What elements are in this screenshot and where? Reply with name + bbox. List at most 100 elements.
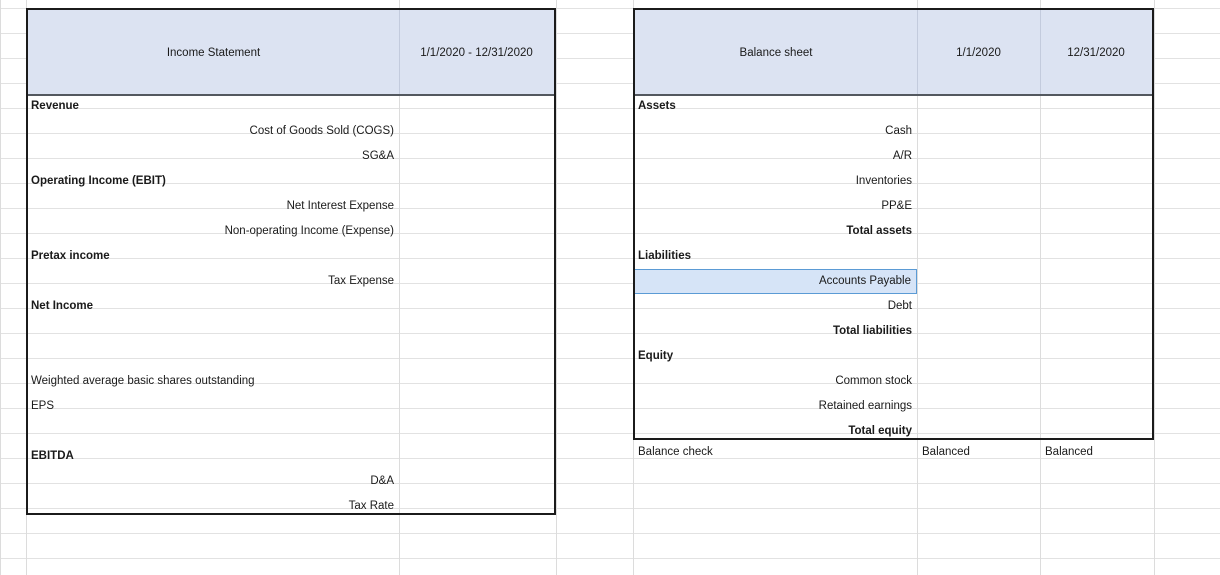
income-row-value[interactable]: [399, 119, 556, 144]
grid-vline: [556, 0, 557, 575]
balance-row-value-col1[interactable]: [917, 169, 1040, 194]
grid-hline: [0, 108, 1220, 109]
income-row-label[interactable]: Tax Rate: [348, 500, 394, 512]
balance-row-label[interactable]: Debt: [887, 300, 912, 312]
balance-row-value-col1[interactable]: [917, 344, 1040, 369]
balance-row-value-col2[interactable]: [1040, 219, 1154, 244]
balance-row-value-col2[interactable]: [1040, 119, 1154, 144]
grid-hline: [0, 58, 1220, 59]
income-row-value[interactable]: [399, 494, 556, 519]
balance-row-value-col2[interactable]: [1040, 394, 1154, 419]
balance-row-label-selected[interactable]: Accounts Payable: [633, 269, 917, 294]
balance-row-label[interactable]: Total liabilities: [832, 325, 912, 337]
income-row-label[interactable]: Operating Income (EBIT): [31, 175, 166, 187]
balance-row-label[interactable]: PP&E: [881, 200, 912, 212]
balance-sheet-col2-header: 12/31/2020: [1040, 10, 1152, 96]
balance-row-label[interactable]: Total assets: [846, 225, 912, 237]
income-row-label[interactable]: Cost of Goods Sold (COGS): [249, 125, 394, 137]
balance-row-value-col1[interactable]: [917, 369, 1040, 394]
balance-row-value-col2[interactable]: [1040, 144, 1154, 169]
balance-row-value-col2[interactable]: [1040, 244, 1154, 269]
income-row-value[interactable]: [399, 244, 556, 269]
income-row-value[interactable]: [399, 144, 556, 169]
income-header-divider: [399, 10, 400, 96]
income-row-value[interactable]: [399, 294, 556, 319]
balance-row-label[interactable]: Inventories: [855, 175, 912, 187]
income-statement-period: 1/1/2020 - 12/31/2020: [399, 10, 554, 96]
income-row-label[interactable]: SG&A: [362, 150, 394, 162]
balance-row-value-col1[interactable]: [917, 144, 1040, 169]
income-row-value[interactable]: [399, 394, 556, 419]
income-row-value[interactable]: [399, 344, 556, 369]
income-row-value[interactable]: [399, 419, 556, 444]
grid-hline: [0, 308, 1220, 309]
balance-row-label[interactable]: Assets: [638, 100, 676, 112]
balance-row-value-col2[interactable]: [1040, 269, 1154, 294]
grid-hline: [0, 508, 1220, 509]
balance-row-value-col1[interactable]: [917, 94, 1040, 119]
grid-hline: [0, 433, 1220, 434]
balance-row-label[interactable]: Common stock: [835, 375, 912, 387]
balance-row-value-col1[interactable]: [917, 244, 1040, 269]
grid-hline: [0, 533, 1220, 534]
income-row-label[interactable]: [26, 419, 399, 444]
income-row-label[interactable]: Non-operating Income (Expense): [224, 225, 394, 237]
balance-row-value-col1[interactable]: [917, 269, 1040, 294]
balance-row-value-col2[interactable]: [1040, 344, 1154, 369]
income-row-value[interactable]: [399, 94, 556, 119]
income-row-label[interactable]: Revenue: [31, 100, 79, 112]
balance-row-label[interactable]: A/R: [892, 150, 912, 162]
income-row-label[interactable]: D&A: [370, 475, 394, 487]
income-row-label[interactable]: Pretax income: [31, 250, 110, 262]
income-row-value[interactable]: [399, 194, 556, 219]
income-row-value[interactable]: [399, 369, 556, 394]
balance-row-value-col1[interactable]: [917, 319, 1040, 344]
grid-hline: [0, 183, 1220, 184]
balance-header-divider-1: [917, 10, 918, 96]
balance-header-underline: [635, 94, 1152, 96]
income-row-value[interactable]: [399, 444, 556, 469]
balance-row-value-col1[interactable]: [917, 394, 1040, 419]
grid-vline: [1040, 0, 1041, 575]
income-row-value[interactable]: [399, 169, 556, 194]
income-row-value[interactable]: [399, 469, 556, 494]
balance-row-value-col1[interactable]: [917, 294, 1040, 319]
grid-vline: [0, 0, 1, 575]
balance-row-label[interactable]: Cash: [885, 125, 912, 137]
balance-row-value-col2[interactable]: [1040, 319, 1154, 344]
balance-row-value-col2[interactable]: [1040, 369, 1154, 394]
balance-row-label[interactable]: Total equity: [848, 425, 912, 437]
income-row-label[interactable]: [26, 319, 399, 344]
balance-check-value-col1[interactable]: Balanced: [922, 446, 970, 458]
grid-hline: [0, 133, 1220, 134]
balance-row-value-col1[interactable]: [917, 219, 1040, 244]
income-row-label[interactable]: [26, 344, 399, 369]
income-row-label[interactable]: EPS: [31, 400, 55, 412]
grid-hline: [0, 483, 1220, 484]
balance-row-label[interactable]: Retained earnings: [818, 400, 912, 412]
grid-hline: [0, 383, 1220, 384]
grid-hline: [0, 33, 1220, 34]
balance-row-label[interactable]: Liabilities: [638, 250, 692, 262]
income-row-value[interactable]: [399, 219, 556, 244]
grid-hline: [0, 83, 1220, 84]
balance-row-value-col2[interactable]: [1040, 194, 1154, 219]
grid-hline: [0, 258, 1220, 259]
balance-row-value-col2[interactable]: [1040, 294, 1154, 319]
balance-check-label[interactable]: Balance check: [638, 446, 713, 458]
balance-row-value-col1[interactable]: [917, 119, 1040, 144]
balance-row-value-col2[interactable]: [1040, 169, 1154, 194]
income-row-label[interactable]: Tax Expense: [328, 275, 394, 287]
balance-row-label[interactable]: Equity: [638, 350, 674, 362]
income-row-value[interactable]: [399, 269, 556, 294]
balance-row-value-col2[interactable]: [1040, 94, 1154, 119]
balance-row-value-col1[interactable]: [917, 194, 1040, 219]
income-row-label[interactable]: Weighted average basic shares outstandin…: [31, 375, 255, 387]
income-row-label[interactable]: Net Income: [31, 300, 93, 312]
income-row-label[interactable]: Net Interest Expense: [286, 200, 394, 212]
income-row-value[interactable]: [399, 319, 556, 344]
income-row-label[interactable]: EBITDA: [31, 450, 74, 462]
grid-hline: [0, 333, 1220, 334]
balance-check-value-col2[interactable]: Balanced: [1045, 446, 1093, 458]
